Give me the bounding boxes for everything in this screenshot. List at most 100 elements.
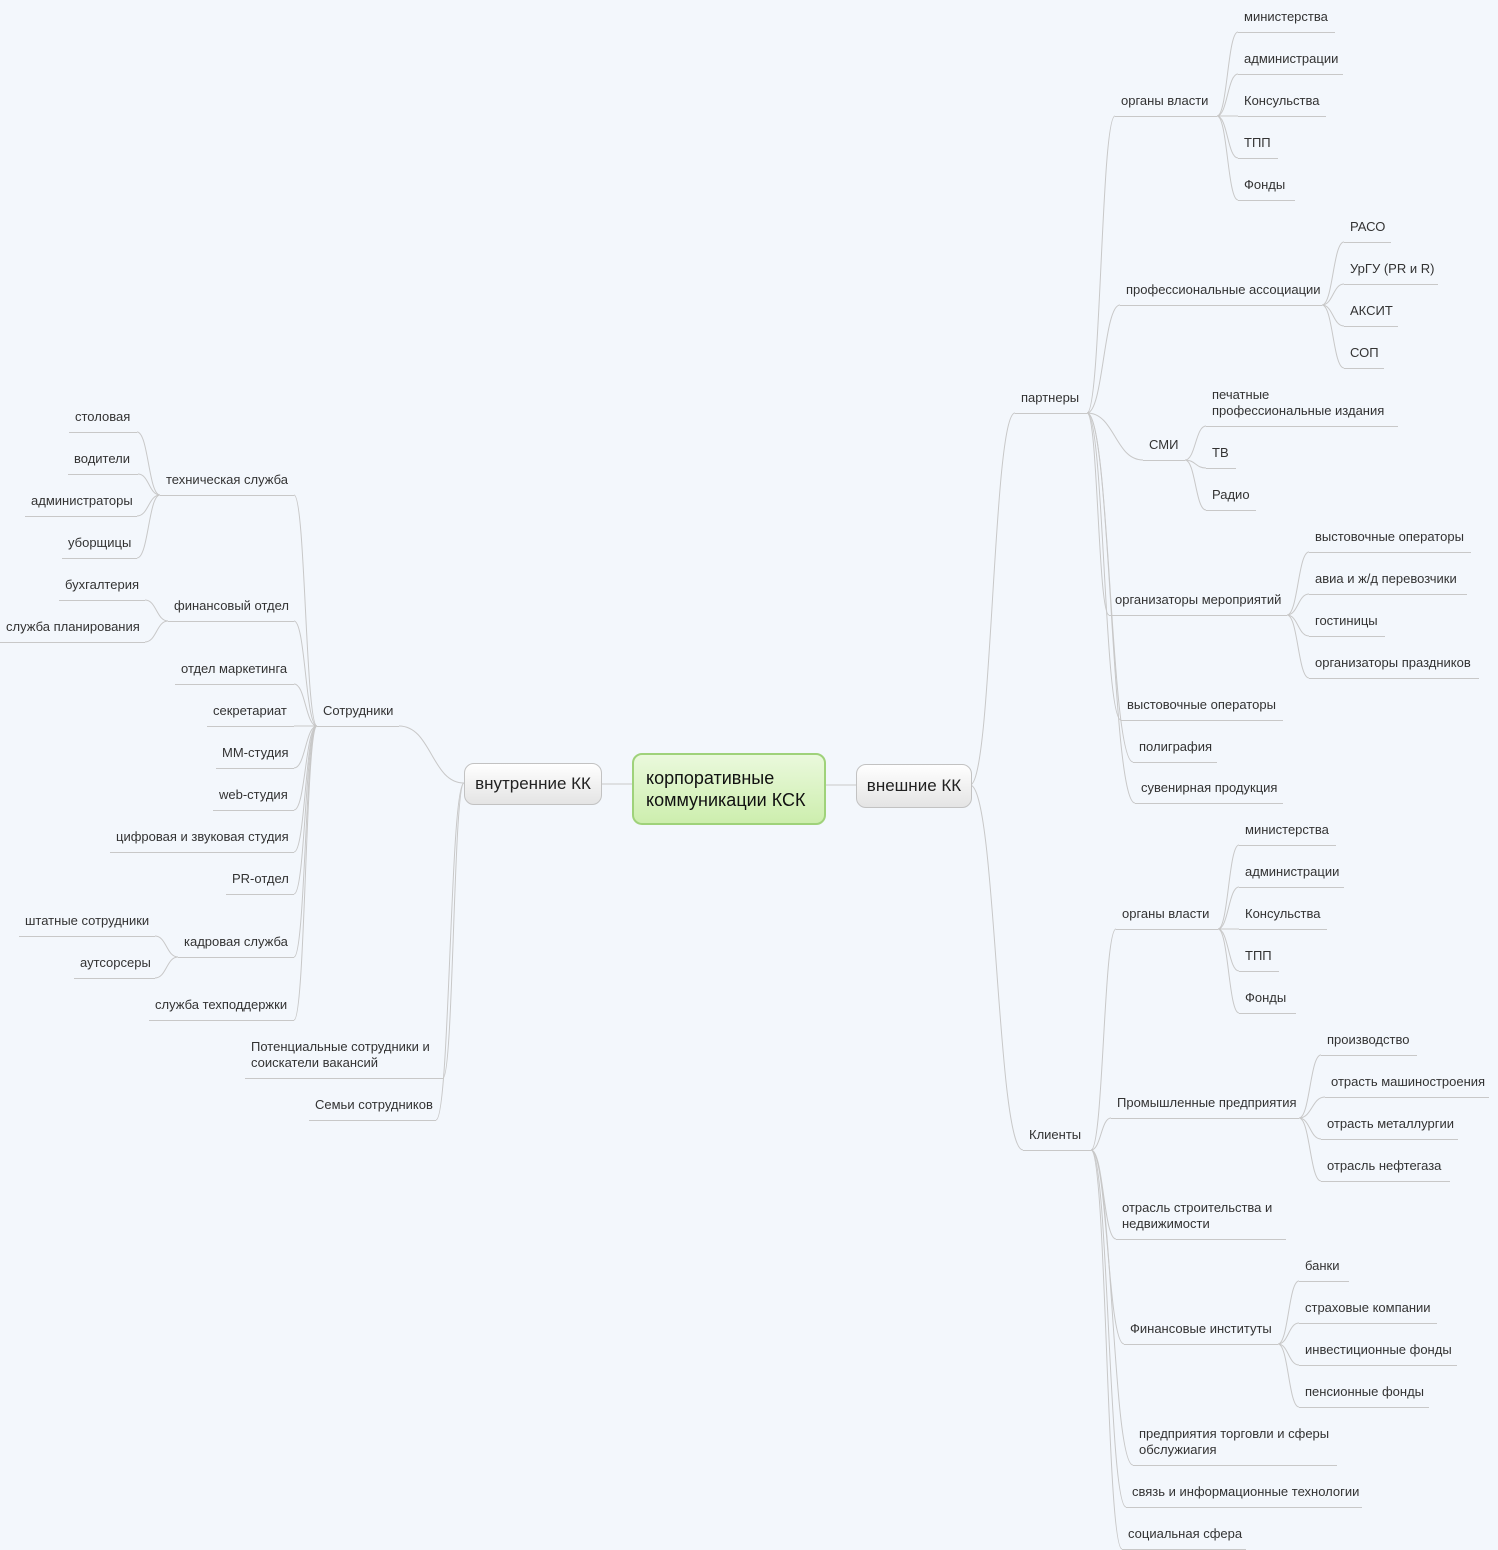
topic-left-0-9[interactable]: служба техподдержки bbox=[155, 997, 288, 1012]
topic-left-0-3[interactable]: секретариат bbox=[213, 703, 287, 718]
topic-underline bbox=[110, 852, 294, 853]
topic-right-1-0-4[interactable]: Фонды bbox=[1245, 990, 1287, 1005]
root-topic[interactable]: корпоративные коммуникации КСК bbox=[632, 753, 826, 825]
topic-underline bbox=[168, 621, 294, 622]
topic-right-0-3-2[interactable]: гостиницы bbox=[1315, 613, 1378, 628]
topic-right-1-0-0[interactable]: министерства bbox=[1245, 822, 1329, 837]
topic-left-0-0-1[interactable]: водители bbox=[74, 451, 131, 466]
topic-right-1-3-1[interactable]: страховые компании bbox=[1305, 1300, 1431, 1315]
connector-line bbox=[293, 494, 318, 727]
topic-underline bbox=[1238, 116, 1326, 117]
connector-line bbox=[1286, 614, 1310, 679]
topic-underline bbox=[1121, 720, 1283, 721]
topic-underline bbox=[1321, 1139, 1458, 1140]
topic-left-0-0-3[interactable]: уборщицы bbox=[68, 535, 132, 550]
topic-right-1-6[interactable]: социальная сфера bbox=[1128, 1526, 1243, 1541]
topic-underline bbox=[1344, 284, 1438, 285]
topic-left-0-7[interactable]: PR-отдел bbox=[232, 871, 289, 886]
topic-right-0-6[interactable]: сувенирная продукция bbox=[1141, 780, 1278, 795]
topic-right-0-1-3[interactable]: СОП bbox=[1350, 345, 1379, 360]
topic-right-1-0-3[interactable]: ТПП bbox=[1245, 948, 1272, 963]
topic-right-0-3-3[interactable]: организаторы праздников bbox=[1315, 655, 1471, 670]
topic-right-1-5[interactable]: связь и информационные технологии bbox=[1132, 1484, 1360, 1499]
topic-right-1[interactable]: Клиенты bbox=[1029, 1127, 1082, 1142]
topic-right-0-2-0[interactable]: печатные профессиональные издания bbox=[1212, 387, 1385, 418]
connector-line bbox=[1321, 283, 1345, 306]
topic-right-0-0-3[interactable]: ТПП bbox=[1244, 135, 1271, 150]
topic-underline bbox=[1239, 845, 1336, 846]
topic-right-0-1-2[interactable]: АКСИТ bbox=[1350, 303, 1393, 318]
topic-right-1-3-2[interactable]: инвестиционные фонды bbox=[1305, 1342, 1452, 1357]
topic-right-1-2[interactable]: отрасль строительства и недвижимости bbox=[1122, 1200, 1273, 1231]
topic-right-1-0-1[interactable]: администрации bbox=[1245, 864, 1340, 879]
topic-underline bbox=[1344, 368, 1384, 369]
connector-line bbox=[1217, 844, 1240, 930]
topic-right-0-3-1[interactable]: авиа и ж/д перевозчики bbox=[1315, 571, 1457, 586]
connector-line bbox=[1090, 1149, 1117, 1240]
topic-right-1-0-2[interactable]: Консульства bbox=[1245, 906, 1321, 921]
topic-right-0-1[interactable]: профессиональные ассоциации bbox=[1126, 282, 1321, 297]
topic-underline bbox=[1120, 305, 1322, 306]
topic-left-0-8-1[interactable]: аутсорсеры bbox=[80, 955, 151, 970]
connector-line bbox=[1090, 1149, 1123, 1550]
topic-right-0-4[interactable]: выстовочные операторы bbox=[1127, 697, 1276, 712]
topic-right-0-1-0[interactable]: РАСО bbox=[1350, 219, 1386, 234]
topic-right-0-3-0[interactable]: выстовочные операторы bbox=[1315, 529, 1464, 544]
topic-right-1-1-1[interactable]: отрасть машиностроения bbox=[1331, 1074, 1486, 1089]
topic-left-0-8-0[interactable]: штатные сотрудники bbox=[25, 913, 150, 928]
connector-line bbox=[1086, 412, 1136, 804]
topic-underline bbox=[1111, 1118, 1299, 1119]
topic-right-1-1[interactable]: Промышленные предприятия bbox=[1117, 1095, 1297, 1110]
topic-right-0-2-1[interactable]: ТВ bbox=[1212, 445, 1229, 460]
topic-left-1[interactable]: Потенциальные сотрудники и соискатели ва… bbox=[251, 1039, 430, 1070]
topic-right-0-5[interactable]: полиграфия bbox=[1139, 739, 1213, 754]
topic-underline bbox=[207, 726, 294, 727]
topic-left-0-0-2[interactable]: администраторы bbox=[31, 493, 133, 508]
topic-left-0-0[interactable]: техническая служба bbox=[166, 472, 289, 487]
connector-line bbox=[1298, 1054, 1322, 1119]
topic-right-0-3[interactable]: организаторы мероприятий bbox=[1115, 592, 1282, 607]
topic-right-0-0-2[interactable]: Консульства bbox=[1244, 93, 1320, 108]
topic-left-0-1-0[interactable]: бухгалтерия bbox=[65, 577, 140, 592]
connector-line bbox=[1286, 551, 1310, 616]
topic-right-1-3[interactable]: Финансовые институты bbox=[1130, 1321, 1272, 1336]
topic-right-0-2-2[interactable]: Радио bbox=[1212, 487, 1250, 502]
topic-right-1-1-3[interactable]: отрасль нефтегаза bbox=[1327, 1158, 1442, 1173]
topic-underline bbox=[1299, 1365, 1457, 1366]
topic-left-0-1[interactable]: финансовый отдел bbox=[174, 598, 289, 613]
topic-left-0-1-1[interactable]: служба планирования bbox=[6, 619, 140, 634]
topic-right-1-4[interactable]: предприятия торговли и сферы обслужиагия bbox=[1139, 1426, 1330, 1457]
topic-right-1-3-0[interactable]: банки bbox=[1305, 1258, 1340, 1273]
topic-right-0-2[interactable]: СМИ bbox=[1149, 437, 1179, 452]
connector-line bbox=[1086, 412, 1144, 461]
topic-left-0-2[interactable]: отдел маркетинга bbox=[181, 661, 288, 676]
topic-underline bbox=[1124, 1344, 1278, 1345]
topic-right-0-0[interactable]: органы власти bbox=[1121, 93, 1209, 108]
topic-left-0-0-0[interactable]: столовая bbox=[75, 409, 131, 424]
topic-left-0-4[interactable]: ММ-студия bbox=[222, 745, 289, 760]
topic-right-1-0[interactable]: органы власти bbox=[1122, 906, 1210, 921]
topic-underline bbox=[1321, 1181, 1450, 1182]
topic-left-0-5[interactable]: web-студия bbox=[219, 787, 288, 802]
topic-right-0[interactable]: партнеры bbox=[1021, 390, 1080, 405]
topic-left-0-8[interactable]: кадровая служба bbox=[184, 934, 288, 949]
topic-left-0-6[interactable]: цифровая и звуковая студия bbox=[116, 829, 289, 844]
connector-line bbox=[154, 935, 179, 958]
topic-underline bbox=[1116, 1239, 1286, 1240]
connector-line bbox=[1086, 304, 1121, 414]
connector-line bbox=[1216, 115, 1239, 159]
topic-right-1-1-0[interactable]: производство bbox=[1327, 1032, 1410, 1047]
topic-internal-kk[interactable]: внутренние КК bbox=[464, 763, 602, 805]
connector-line bbox=[1217, 928, 1240, 972]
topic-right-0-1-1[interactable]: УрГУ (PR и R) bbox=[1350, 261, 1435, 276]
topic-right-1-1-2[interactable]: отрасть металлургии bbox=[1327, 1116, 1454, 1131]
topic-left-0[interactable]: Сотрудники bbox=[323, 703, 394, 718]
topic-underline bbox=[1299, 1323, 1437, 1324]
topic-right-1-3-3[interactable]: пенсионные фонды bbox=[1305, 1384, 1425, 1399]
topic-right-0-0-0[interactable]: министерства bbox=[1244, 9, 1328, 24]
topic-left-2[interactable]: Семьи сотрудников bbox=[315, 1097, 433, 1112]
topic-external-kk[interactable]: внешние КК bbox=[856, 764, 972, 808]
topic-right-0-0-4[interactable]: Фонды bbox=[1244, 177, 1286, 192]
topic-right-0-0-1[interactable]: администрации bbox=[1244, 51, 1339, 66]
